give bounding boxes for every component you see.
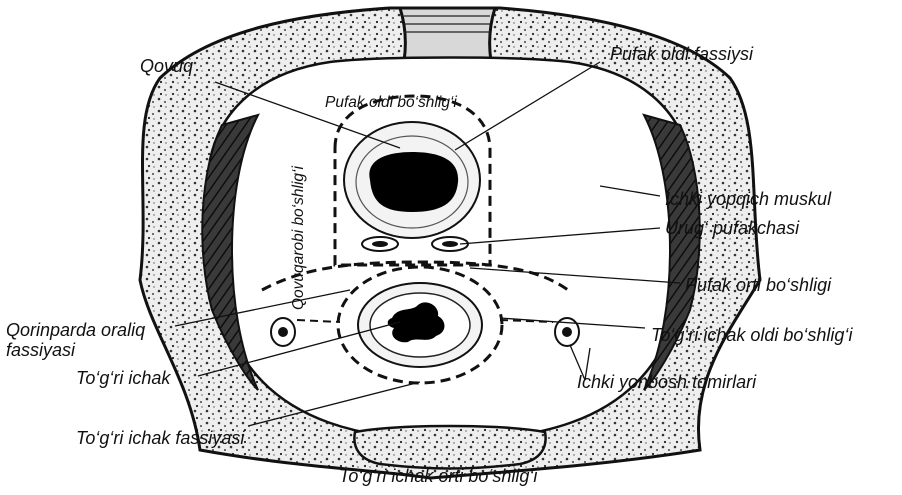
label-pufak-oldi-boshligi: Pufak oldi bo‘shlig‘i [325, 94, 457, 111]
label-togri-ichak-fassiyasi: To‘g‘ri ichak fassiyasi [76, 428, 245, 448]
label-urug-pufakchasi: Urug‘ pufakchasi [665, 218, 800, 238]
label-ichki-yonbosh-tomirlari: Ichki yonbosh tomirlari [577, 372, 757, 392]
sacrum-bone [354, 426, 545, 469]
label-togri-ichak: To‘g‘ri ichak [76, 368, 171, 388]
label-qorinparda-line2: fassiyasi [6, 340, 76, 360]
label-qovuqarobi-boshligi: Qovuqarobi bo‘shlig‘i [290, 166, 307, 310]
bladder-lumen [369, 152, 458, 212]
label-pufak-oldi-fassiysi: Pufak oldi fassiysi [610, 44, 754, 64]
label-pufak-orti-boshligi: Pufak orti bo‘shligi [685, 275, 832, 295]
label-togri-ichak-orti-boshligi: To‘g‘ri ichak orti bo‘shlig‘i [339, 466, 538, 486]
label-qorinparda-line1: Qorinparda oraliq [6, 320, 145, 340]
label-togri-ichak-oldi-boshligi: To‘g‘ri ichak oldi bo‘shlig‘i [651, 325, 853, 345]
left-iliac-vessels [271, 318, 295, 346]
label-qovuq: Qovuq [140, 56, 193, 76]
label-ichki-yopqich-muskul: Ichki yopqich muskul [665, 189, 832, 209]
